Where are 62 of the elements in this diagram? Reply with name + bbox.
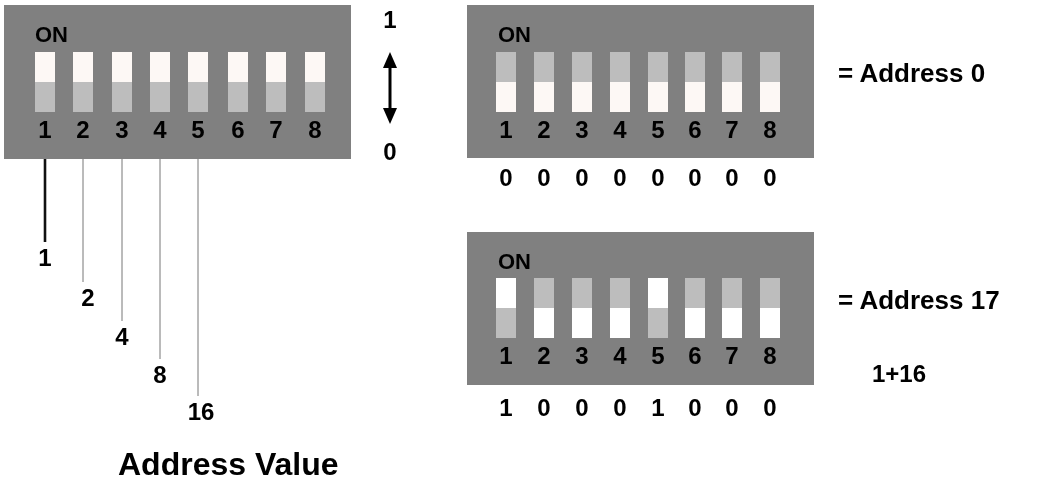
switch-number: 8 — [763, 118, 777, 142]
leader-line — [159, 158, 161, 360]
leader-line — [43, 159, 47, 242]
address-value: 1 — [38, 246, 52, 270]
bit-value: 0 — [651, 166, 665, 190]
switch-number: 2 — [537, 118, 551, 142]
on-label: ON — [35, 22, 68, 48]
bit-value: 0 — [499, 166, 513, 190]
address-value: 16 — [187, 400, 215, 424]
bit-value: 0 — [613, 396, 627, 420]
dip-switch-panel — [467, 232, 814, 385]
leader-line — [197, 158, 199, 397]
switch-number: 6 — [688, 118, 702, 142]
bit-value: 0 — [537, 396, 551, 420]
switch-number: 7 — [725, 118, 739, 142]
switch-number: 4 — [153, 118, 167, 142]
switch-number: 3 — [575, 118, 589, 142]
switch-number: 7 — [269, 118, 283, 142]
switch-number: 7 — [725, 344, 739, 368]
bit-value: 0 — [763, 166, 777, 190]
address-value: 8 — [153, 363, 167, 387]
switch-number: 8 — [763, 344, 777, 368]
switch-number: 5 — [651, 344, 665, 368]
bit-value: 0 — [575, 166, 589, 190]
switch-number: 1 — [499, 118, 513, 142]
bit-value: 1 — [499, 396, 513, 420]
sum-label: 1+16 — [872, 362, 927, 386]
switch-number: 6 — [231, 118, 245, 142]
dip-switch-panel — [4, 5, 351, 159]
bit-value: 0 — [537, 166, 551, 190]
on-label: ON — [498, 22, 531, 48]
caption: Address Value — [118, 448, 339, 480]
state-label: 1 — [383, 8, 397, 32]
switch-number: 1 — [499, 344, 513, 368]
on-label: ON — [498, 249, 531, 275]
address-result: = Address 0 — [838, 60, 986, 86]
bit-value: 0 — [688, 396, 702, 420]
bit-value: 1 — [651, 396, 665, 420]
switch-number: 3 — [575, 344, 589, 368]
leader-line — [121, 158, 123, 322]
switch-number: 6 — [688, 344, 702, 368]
dip-switch-panel — [467, 5, 814, 158]
leader-line — [82, 158, 84, 283]
address-result: = Address 17 — [838, 287, 1000, 313]
bit-value: 0 — [575, 396, 589, 420]
switch-number: 1 — [38, 118, 52, 142]
bit-value: 0 — [725, 166, 739, 190]
switch-number: 2 — [76, 118, 90, 142]
bit-value: 0 — [613, 166, 627, 190]
state-label: 0 — [383, 140, 397, 164]
address-value: 4 — [115, 325, 129, 349]
bit-value: 0 — [688, 166, 702, 190]
address-value: 2 — [81, 286, 95, 310]
switch-number: 2 — [537, 344, 551, 368]
bit-value: 0 — [725, 396, 739, 420]
switch-number: 4 — [613, 344, 627, 368]
switch-number: 8 — [308, 118, 322, 142]
switch-number: 4 — [613, 118, 627, 142]
bit-value: 0 — [763, 396, 777, 420]
switch-number: 5 — [651, 118, 665, 142]
switch-number: 5 — [191, 118, 205, 142]
switch-number: 3 — [115, 118, 129, 142]
